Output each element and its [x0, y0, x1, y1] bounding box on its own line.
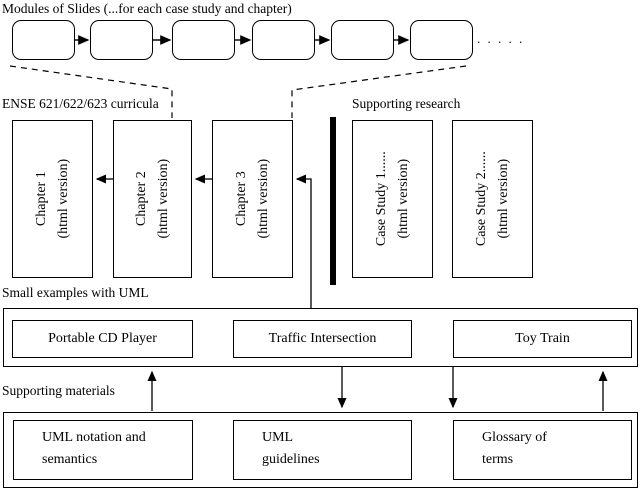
glossary-box: Glossary of terms — [453, 420, 632, 480]
slide-module-box — [172, 20, 235, 60]
uml-notation-line2: semantics — [42, 452, 98, 468]
chapter-1-title: Chapter 1 — [33, 171, 49, 227]
examples-label: Small examples with UML — [2, 285, 149, 300]
slide-module-box — [12, 20, 75, 60]
slide-module-box — [90, 20, 153, 60]
chapter-3-box: Chapter 3 (html version) — [212, 120, 293, 278]
case-study-1-format: (html version) — [395, 159, 411, 239]
ellipsis-continuation: . . . . . — [477, 31, 525, 46]
diagram-title: Modules of Slides (...for each case stud… — [2, 1, 292, 16]
examples-section-box — [3, 308, 638, 367]
case-study-2-format: (html version) — [495, 159, 511, 239]
chapter-1-box: Chapter 1 (html version) — [12, 120, 93, 278]
curricula-label: ENSE 621/622/623 curricula — [2, 96, 159, 111]
case-study-2-title: Case Study 2...... — [473, 151, 489, 247]
traffic-intersection-label: Traffic Intersection — [268, 331, 377, 346]
uml-notation-box: UML notation and semantics — [13, 420, 193, 480]
chapter-3-format: (html version) — [255, 159, 271, 239]
case-study-1-title: Case Study 1...... — [373, 151, 389, 247]
research-label: Supporting research — [352, 96, 461, 111]
chapter-1-format: (html version) — [55, 159, 71, 239]
section-divider-bar — [330, 117, 336, 285]
portable-cd-player-label: Portable CD Player — [48, 331, 157, 346]
toy-train-box: Toy Train — [453, 320, 632, 358]
chapter-3-title: Chapter 3 — [233, 171, 249, 227]
chapter-2-title: Chapter 2 — [133, 171, 149, 227]
slide-module-box — [331, 20, 394, 60]
section-connector-arrows — [147, 367, 608, 411]
chapter-2-format: (html version) — [155, 159, 171, 239]
glossary-line2: terms — [482, 452, 514, 468]
portable-cd-player-box: Portable CD Player — [12, 320, 193, 358]
uml-guidelines-box: UML guidelines — [233, 420, 412, 480]
uml-guidelines-line2: guidelines — [262, 452, 320, 468]
materials-label: Supporting materials — [2, 383, 115, 398]
toy-train-label: Toy Train — [515, 331, 570, 346]
case-study-2-box: Case Study 2...... (html version) — [452, 120, 533, 278]
slide-module-box — [252, 20, 315, 60]
traffic-intersection-box: Traffic Intersection — [233, 320, 412, 358]
chapter-2-box: Chapter 2 (html version) — [113, 120, 192, 278]
case-study-1-box: Case Study 1...... (html version) — [352, 120, 433, 278]
uml-guidelines-line1: UML — [262, 430, 294, 445]
materials-section-box — [3, 412, 638, 488]
slide-module-box — [410, 20, 473, 60]
glossary-line1: Glossary of — [482, 430, 547, 445]
uml-notation-line1: UML notation and — [42, 430, 146, 445]
